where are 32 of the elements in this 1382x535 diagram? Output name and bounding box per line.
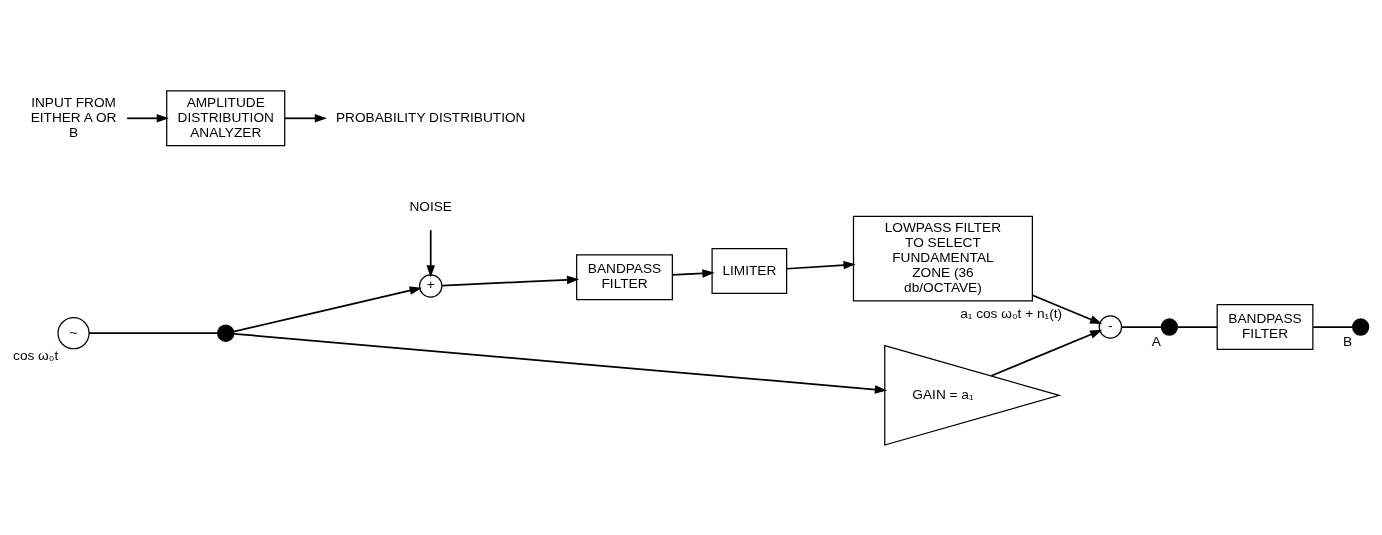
- node-circle: [217, 324, 235, 342]
- node-circle: [1352, 317, 1370, 336]
- arrow: [671, 268, 715, 278]
- node-text: INPUT FROM EITHER A OR B: [30, 94, 117, 140]
- arrow: [426, 228, 435, 277]
- node-circle: ~: [57, 316, 90, 349]
- arrow: [1031, 293, 1103, 324]
- connector: [1121, 325, 1162, 328]
- node-label: cos ω₀t: [13, 347, 59, 363]
- node-circle: [1160, 317, 1179, 336]
- node-box: BANDPASS FILTER: [1216, 303, 1314, 350]
- arrow: [441, 275, 580, 286]
- node-box: BANDPASS FILTER: [576, 253, 673, 300]
- node-box: LIMITER: [711, 247, 788, 294]
- node-circle: +: [418, 273, 443, 298]
- arrow: [126, 113, 169, 123]
- connector: [1177, 325, 1218, 328]
- node-text: NOISE: [409, 198, 452, 214]
- edge-label: a₁ cos ω₀t + n₁(t): [960, 305, 1063, 321]
- node-label: B: [1343, 333, 1353, 349]
- arrow: [232, 285, 422, 333]
- connector: [1312, 325, 1354, 328]
- node-label: A: [1151, 333, 1161, 349]
- arrow: [786, 260, 856, 270]
- connector: [88, 331, 219, 334]
- arrow: [990, 329, 1103, 377]
- arrow: [284, 113, 327, 123]
- node-box: AMPLITUDE DISTRIBUTION ANALYZER: [166, 89, 286, 146]
- node-circle: -: [1098, 314, 1123, 339]
- node-text: PROBABILITY DISTRIBUTION: [335, 109, 526, 125]
- node-box: LOWPASS FILTER TO SELECT FUNDAMENTAL ZONE (36 db/OCTAVE): [852, 215, 1033, 302]
- arrow: [233, 332, 888, 394]
